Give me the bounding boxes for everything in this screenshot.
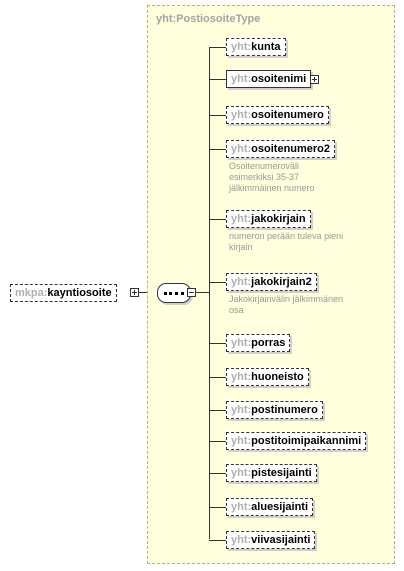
element-node-porras[interactable]: yht:porras bbox=[226, 334, 291, 352]
element-prefix: yht bbox=[231, 213, 248, 225]
complex-type-title: yht:PostiosoiteType bbox=[156, 13, 261, 25]
documentation-line: kirjain bbox=[229, 242, 253, 252]
element-prefix: yht bbox=[231, 467, 248, 479]
branch-porras bbox=[209, 343, 226, 344]
element-name: aluesijainti bbox=[251, 501, 309, 513]
branch-kunta bbox=[209, 47, 226, 48]
documentation-line: Osoitenumeroväli bbox=[229, 161, 300, 171]
element-node-viivasijainti[interactable]: yht:viivasijainti bbox=[226, 531, 316, 549]
element-prefix: yht bbox=[231, 534, 248, 546]
branch-jakokirjain bbox=[209, 219, 226, 220]
element-prefix: yht bbox=[231, 109, 248, 121]
element-node-huoneisto[interactable]: yht:huoneisto bbox=[226, 368, 309, 386]
branch-aluesijainti bbox=[209, 507, 226, 508]
element-node-postinumero[interactable]: yht:postinumero bbox=[226, 401, 323, 419]
branch-viivasijainti bbox=[209, 540, 226, 541]
element-name: kunta bbox=[251, 41, 281, 53]
sequence-collapse-toggle[interactable] bbox=[187, 288, 196, 297]
element-node-jakokirjain2[interactable]: yht:jakokirjain2 bbox=[226, 273, 317, 291]
branch-pistesijainti bbox=[209, 473, 226, 474]
children-trunk bbox=[209, 47, 210, 539]
element-node-pistesijainti[interactable]: yht:pistesijainti bbox=[226, 464, 317, 482]
element-name: osoitenumero bbox=[251, 109, 324, 121]
documentation-line: Jakokirjainvälin jälkimmänen bbox=[229, 294, 344, 304]
element-prefix: yht bbox=[231, 143, 248, 155]
documentation-line: esimerkiksi 35-37 bbox=[229, 172, 300, 182]
root-element-name: kayntiosoite bbox=[47, 287, 112, 299]
branch-huoneisto bbox=[209, 377, 226, 378]
element-name: porras bbox=[251, 337, 286, 349]
element-prefix: yht bbox=[231, 337, 248, 349]
element-name: jakokirjain2 bbox=[251, 276, 312, 288]
element-node-jakokirjain[interactable]: yht:jakokirjain bbox=[226, 210, 311, 228]
branch-osoitenumero bbox=[209, 115, 226, 116]
element-node-aluesijainti[interactable]: yht:aluesijainti bbox=[226, 498, 314, 516]
branch-postitoimipaikannimi bbox=[209, 441, 226, 442]
element-prefix: yht bbox=[231, 73, 248, 85]
element-prefix: yht bbox=[231, 435, 248, 447]
element-node-postitoimipaikannimi[interactable]: yht:postitoimipaikannimi bbox=[226, 432, 367, 450]
root-element-prefix: mkpa bbox=[15, 287, 44, 299]
branch-jakokirjain2 bbox=[209, 282, 226, 283]
branch-postinumero bbox=[209, 410, 226, 411]
root-element-node[interactable]: mkpa:kayntiosoite bbox=[10, 284, 117, 302]
element-name: viivasijainti bbox=[251, 534, 311, 546]
element-name: postinumero bbox=[251, 404, 318, 416]
element-name: pistesijainti bbox=[251, 467, 312, 479]
expand-toggle-osoitenimi[interactable] bbox=[310, 75, 320, 84]
sequence-compositor-icon[interactable] bbox=[157, 283, 191, 303]
element-node-osoitenimi[interactable]: yht:osoitenimi bbox=[226, 70, 312, 88]
element-prefix: yht bbox=[231, 41, 248, 53]
element-node-kunta[interactable]: yht:kunta bbox=[226, 38, 286, 56]
branch-osoitenimi bbox=[209, 79, 226, 80]
element-name: osoitenumero2 bbox=[251, 143, 331, 155]
element-name: osoitenimi bbox=[251, 73, 307, 85]
element-prefix: yht bbox=[231, 404, 248, 416]
branch-osoitenumero2 bbox=[209, 149, 226, 150]
collapse-toggle[interactable] bbox=[130, 288, 139, 297]
documentation-line: numeron perään tuleva pieni bbox=[229, 231, 344, 241]
documentation-line: jälkimmäinen numero bbox=[229, 183, 315, 193]
element-node-osoitenumero2[interactable]: yht:osoitenumero2 bbox=[226, 140, 336, 158]
element-prefix: yht bbox=[231, 276, 248, 288]
element-name: huoneisto bbox=[251, 371, 304, 383]
connector-sequence-trunk bbox=[196, 292, 209, 293]
element-prefix: yht bbox=[231, 501, 248, 513]
sequence-dots bbox=[164, 292, 184, 295]
element-prefix: yht bbox=[231, 371, 248, 383]
documentation-line: osa bbox=[229, 305, 244, 315]
element-name: jakokirjain bbox=[251, 213, 306, 225]
element-node-osoitenumero[interactable]: yht:osoitenumero bbox=[226, 106, 329, 124]
element-name: postitoimipaikannimi bbox=[251, 435, 362, 447]
